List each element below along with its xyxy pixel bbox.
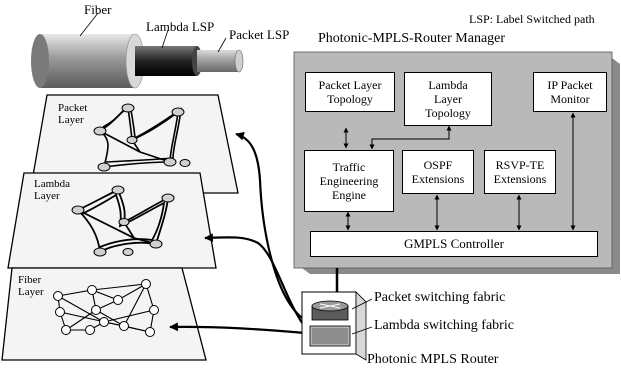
lambda-fabric-label: Lambda switching fabric <box>374 318 514 333</box>
packet-layer-label: Packet Layer <box>58 102 88 126</box>
lambda-layer-plane <box>7 172 217 269</box>
packet-topology-text: Packet Layer Topology <box>318 78 382 106</box>
ip-monitor-box: IP Packet Monitor <box>533 72 607 112</box>
lambda-lsp-label: Lambda LSP <box>146 19 215 34</box>
packet-lsp-label: Packet LSP <box>229 27 290 42</box>
cable-illustration <box>31 12 244 89</box>
router-name-label: Photonic MPLS Router <box>367 352 499 367</box>
fiber-layer-plane <box>1 267 207 361</box>
rsvp-box: RSVP-TE Extensions <box>484 150 556 194</box>
lambda-layer-label: Lambda Layer <box>34 178 71 202</box>
fiber-layer-label: Fiber Layer <box>18 274 44 298</box>
packet-fabric-label: Packet switching fabric <box>374 290 506 305</box>
ospf-box: OSPF Extensions <box>402 150 474 194</box>
packet-topology-box: Packet Layer Topology <box>305 72 395 112</box>
fiber-label: Fiber <box>84 2 112 17</box>
lambda-topology-box: Lambda Layer Topology <box>404 72 492 126</box>
te-engine-box: Traffic Engineering Engine <box>304 150 394 212</box>
lsp-note: LSP: Label Switched path <box>469 12 595 26</box>
te-engine-text: Traffic Engineering Engine <box>319 160 379 202</box>
manager-title: Photonic-MPLS-Router Manager <box>318 31 506 46</box>
gmpls-controller-box: GMPLS Controller <box>310 231 598 257</box>
router-illustration <box>301 291 373 361</box>
ip-monitor-text: IP Packet Monitor <box>547 78 593 106</box>
rsvp-text: RSVP-TE Extensions <box>493 158 547 186</box>
packet-layer-plane <box>29 94 239 194</box>
lambda-topology-text: Lambda Layer Topology <box>425 78 471 120</box>
manager-arrows <box>343 112 576 231</box>
gmpls-text: GMPLS Controller <box>403 236 505 251</box>
router-layer-arrows <box>169 131 306 335</box>
ospf-text: OSPF Extensions <box>411 158 465 186</box>
